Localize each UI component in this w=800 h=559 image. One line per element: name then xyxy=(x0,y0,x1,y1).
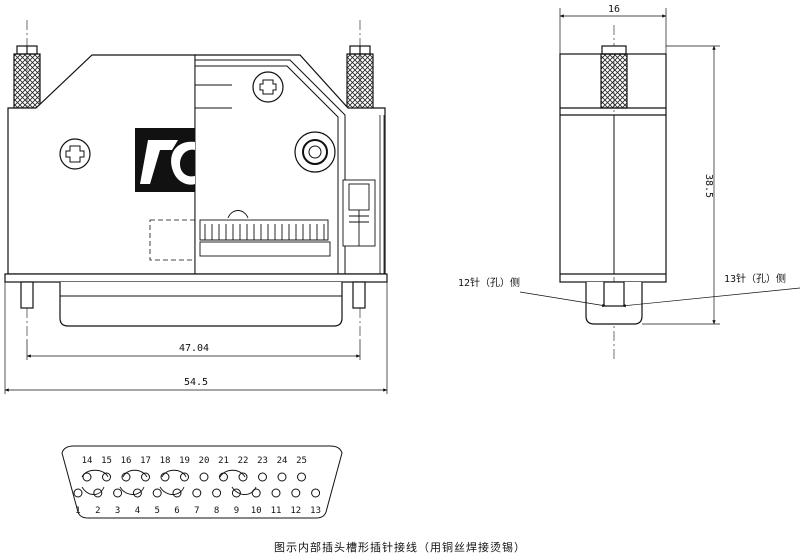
left-phillips-screw xyxy=(59,138,91,170)
pin-hole-9 xyxy=(231,488,241,498)
pin-label-8: 8 xyxy=(214,506,219,516)
pin-face xyxy=(61,445,343,519)
pin-label-18: 18 xyxy=(160,456,171,466)
pin-label-24: 24 xyxy=(277,456,288,466)
internal-pin-strip xyxy=(199,210,331,257)
pin-label-1: 1 xyxy=(75,506,80,516)
pin-hole-25 xyxy=(297,472,306,482)
pin-label-7: 7 xyxy=(194,506,199,516)
pin-hole-19 xyxy=(180,472,189,482)
pin-label-25: 25 xyxy=(296,456,307,466)
dim-side-width: 16 xyxy=(608,4,620,15)
pin-hole-1 xyxy=(73,488,83,498)
pin-label-4: 4 xyxy=(135,506,140,516)
pin-label-2: 2 xyxy=(95,506,100,516)
pin-hole-2 xyxy=(93,488,103,498)
pin-hole-23 xyxy=(258,472,267,482)
dim-inner-width: 47.04 xyxy=(179,343,209,354)
pin-label-11: 11 xyxy=(271,506,282,516)
pin-label-3: 3 xyxy=(115,506,120,516)
clamp-screw xyxy=(252,71,284,103)
front-view xyxy=(4,20,388,340)
pin-hole-15 xyxy=(102,472,111,482)
pin-label-13: 13 xyxy=(310,506,321,516)
pin-label-20: 20 xyxy=(199,456,210,466)
pin-hole-6 xyxy=(172,488,182,498)
pin-label-15: 15 xyxy=(101,456,112,466)
label-pin13-side: 13针（孔）侧 xyxy=(724,272,786,285)
pin-label-16: 16 xyxy=(121,456,132,466)
pin-label-5: 5 xyxy=(154,506,159,516)
pin-label-23: 23 xyxy=(257,456,268,466)
label-pin12-side: 12针（孔）侧 xyxy=(458,276,520,289)
pin-label-19: 19 xyxy=(179,456,190,466)
pin-label-17: 17 xyxy=(140,456,151,466)
dim-side-height: 38.5 xyxy=(703,174,714,198)
pin-label-21: 21 xyxy=(218,456,229,466)
right-latch xyxy=(342,179,376,247)
pin-hole-20 xyxy=(199,472,209,482)
pin-hole-12 xyxy=(291,488,301,498)
caption: 图示内部插头槽形插针接线（用铜丝焊接烫锡） xyxy=(274,541,526,554)
pin-label-9: 9 xyxy=(234,506,239,516)
pin-hole-3 xyxy=(113,488,123,498)
pin-hole-4 xyxy=(132,488,142,498)
pin-hole-14 xyxy=(82,472,92,482)
right-screw-knob xyxy=(346,45,374,111)
pin-hole-5 xyxy=(152,488,162,498)
brand-logo xyxy=(135,128,195,192)
pin-label-14: 14 xyxy=(82,456,93,466)
pin-hole-13 xyxy=(311,488,321,498)
left-screw-knob xyxy=(13,45,41,109)
pin-hole-7 xyxy=(192,488,202,498)
front-dimensions xyxy=(4,282,388,394)
pin-hole-11 xyxy=(271,488,281,498)
solder-bridges xyxy=(81,469,257,495)
side-dimensions xyxy=(519,8,800,325)
pin-label-22: 22 xyxy=(238,456,249,466)
pin-hole-21 xyxy=(219,472,228,482)
pin-hole-17 xyxy=(141,472,150,482)
pin-hole-24 xyxy=(277,472,287,482)
dim-outer-width: 54.5 xyxy=(184,377,208,388)
side-view xyxy=(559,25,667,360)
right-round-screw xyxy=(294,131,336,173)
pin-label-6: 6 xyxy=(174,506,179,516)
pin-label-10: 10 xyxy=(251,506,262,516)
pin-label-12: 12 xyxy=(290,506,301,516)
pin-hole-22 xyxy=(238,472,248,482)
pin-hole-10 xyxy=(251,488,261,498)
pin-hole-8 xyxy=(212,488,222,498)
